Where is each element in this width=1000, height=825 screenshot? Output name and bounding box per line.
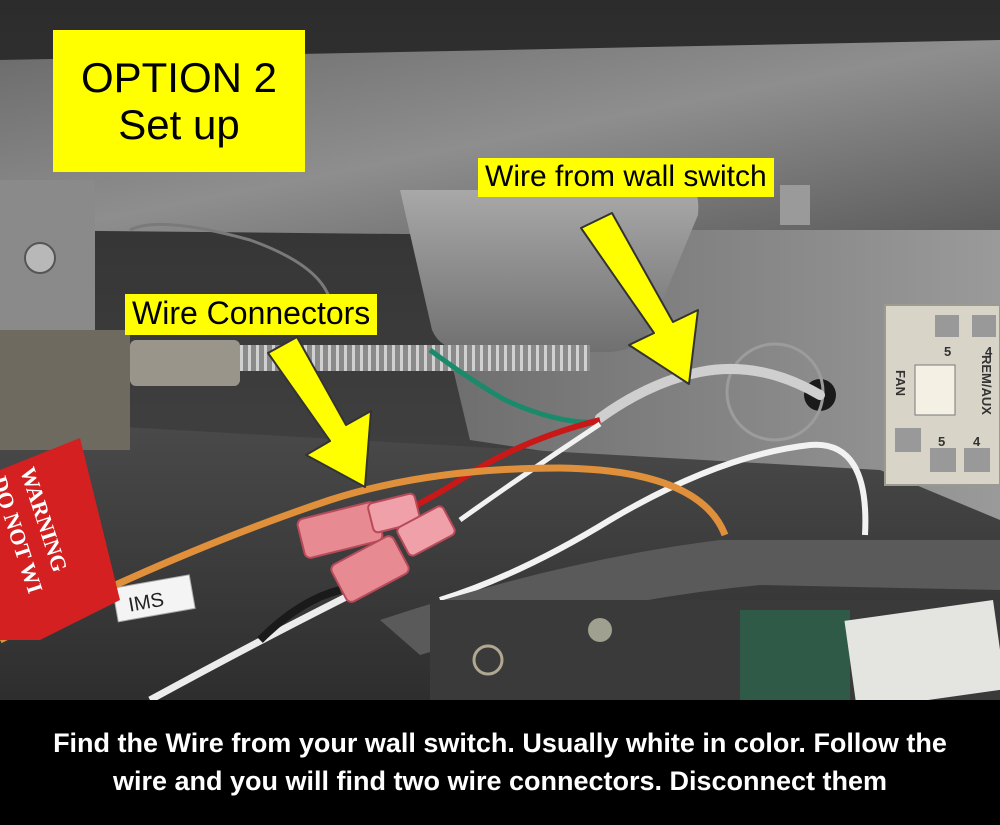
caption-text: Find the Wire from your wall switch. Usu… [53, 728, 947, 796]
panel-num-a: 5 [944, 344, 951, 359]
control-panel: 5 4 5 4 FAN REM/AUX [884, 304, 1000, 486]
title-line-1: OPTION 2 [80, 53, 278, 101]
burner-bowl [400, 190, 699, 352]
green-component [740, 610, 850, 700]
panel-num-d: 4 [973, 434, 981, 449]
lower-white-lead [148, 586, 362, 700]
orange-wire [0, 464, 729, 644]
spring-bolt [588, 618, 612, 642]
panel-remaux-label: REM/AUX [979, 355, 994, 415]
gasket-strip [380, 540, 1000, 655]
arrow-to-wall-switch-wire [580, 212, 699, 385]
title-line-2: Set up [118, 101, 240, 148]
wire-connector-2 [330, 505, 456, 603]
panel-num-c: 5 [938, 434, 945, 449]
wall-switch-label: Wire from wall switch [478, 158, 774, 197]
label-sticker [844, 599, 1000, 700]
option-title-box: OPTION 2 Set up [53, 30, 305, 172]
caption-bar: Find the Wire from your wall switch. Usu… [0, 700, 1000, 825]
white-wire-long [439, 441, 869, 603]
warning-label: WARNING DO NOT WI [0, 438, 120, 640]
gas-valve [0, 330, 130, 450]
black-lead [257, 586, 342, 643]
arrow-to-wire-connectors [267, 336, 372, 488]
panel-num-b: 4 [985, 344, 993, 359]
panel-fan-label: FAN [893, 370, 908, 396]
bracket-post [780, 185, 810, 225]
thin-tube [129, 222, 332, 301]
green-wire [428, 347, 601, 425]
valve-nut [130, 340, 240, 386]
wall-switch-cable [595, 363, 825, 423]
spring-coil [472, 644, 504, 676]
bracket-screw [24, 242, 56, 274]
ims-tag: IMS [111, 574, 196, 623]
wire-connectors-label: Wire Connectors [125, 294, 378, 335]
